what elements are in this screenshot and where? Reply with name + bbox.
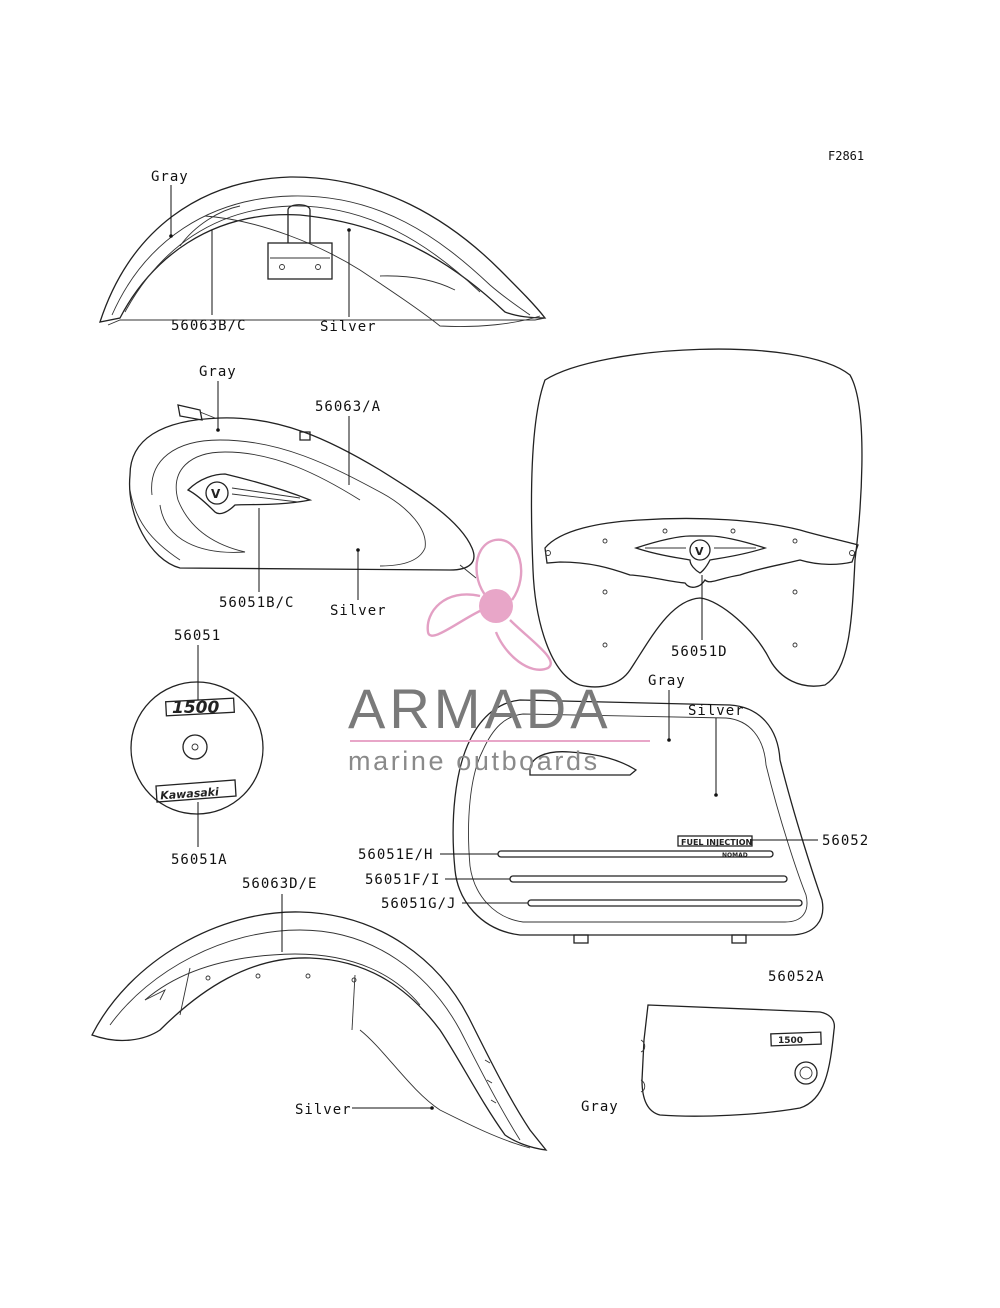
windshield-v-mark: V [695, 545, 704, 558]
label-disc-top: 56051 [174, 628, 221, 644]
label-tank-stripe: 56063/A [315, 399, 381, 415]
label-side-cover-gray: Gray [581, 1099, 619, 1115]
watermark-subtitle: marine outboards [348, 746, 600, 776]
label-bag-silver: Silver [688, 703, 745, 719]
propeller-hub [479, 589, 513, 623]
fuel-tank: V [128, 404, 477, 579]
label-bag-stripe-2: 56051F/I [365, 872, 440, 888]
watermark: ARMADA marine outboards [348, 538, 650, 776]
label-tank-gray: Gray [199, 364, 237, 380]
label-rear-fender-gray: Gray [151, 169, 189, 185]
figure-id: F2861 [828, 149, 864, 163]
front-fender [91, 911, 548, 1151]
label-tank-emblem: 56051B/C [219, 595, 294, 611]
label-bag-stripe-1: 56051E/H [358, 847, 433, 863]
bag-badge-sub: NOMAD [722, 852, 748, 859]
label-front-fender-silver: Silver [295, 1102, 352, 1118]
label-bag-stripe-3: 56051G/J [381, 896, 456, 912]
label-bag-gray: Gray [648, 673, 686, 689]
disc-bottom-text: Kawasaki [160, 785, 220, 802]
label-side-cover-part: 56052A [768, 969, 825, 985]
side-cover-badge: 1500 [778, 1036, 803, 1046]
watermark-title: ARMADA [348, 677, 612, 740]
side-cover: 1500 [640, 1004, 836, 1117]
bag-badge-text: FUEL INJECTION [681, 838, 752, 847]
label-tank-silver: Silver [330, 603, 387, 619]
rear-fender-top [99, 176, 547, 327]
label-windshield: 56051D [671, 644, 728, 660]
disc-top-text: 1500 [172, 698, 219, 718]
label-bag-badge: 56052 [822, 833, 869, 849]
label-disc-bottom: 56051A [171, 852, 228, 868]
disc-emblem: 1500 Kawasaki [130, 681, 264, 815]
propeller-logo [426, 538, 552, 671]
label-rear-fender-silver: Silver [320, 319, 377, 335]
label-front-fender-part: 56063D/E [242, 876, 317, 892]
windshield: V [530, 348, 863, 688]
saddlebag: FUEL INJECTION NOMAD [452, 699, 824, 944]
label-rear-fender-part: 56063B/C [171, 318, 246, 334]
tank-v-mark: V [211, 487, 221, 501]
